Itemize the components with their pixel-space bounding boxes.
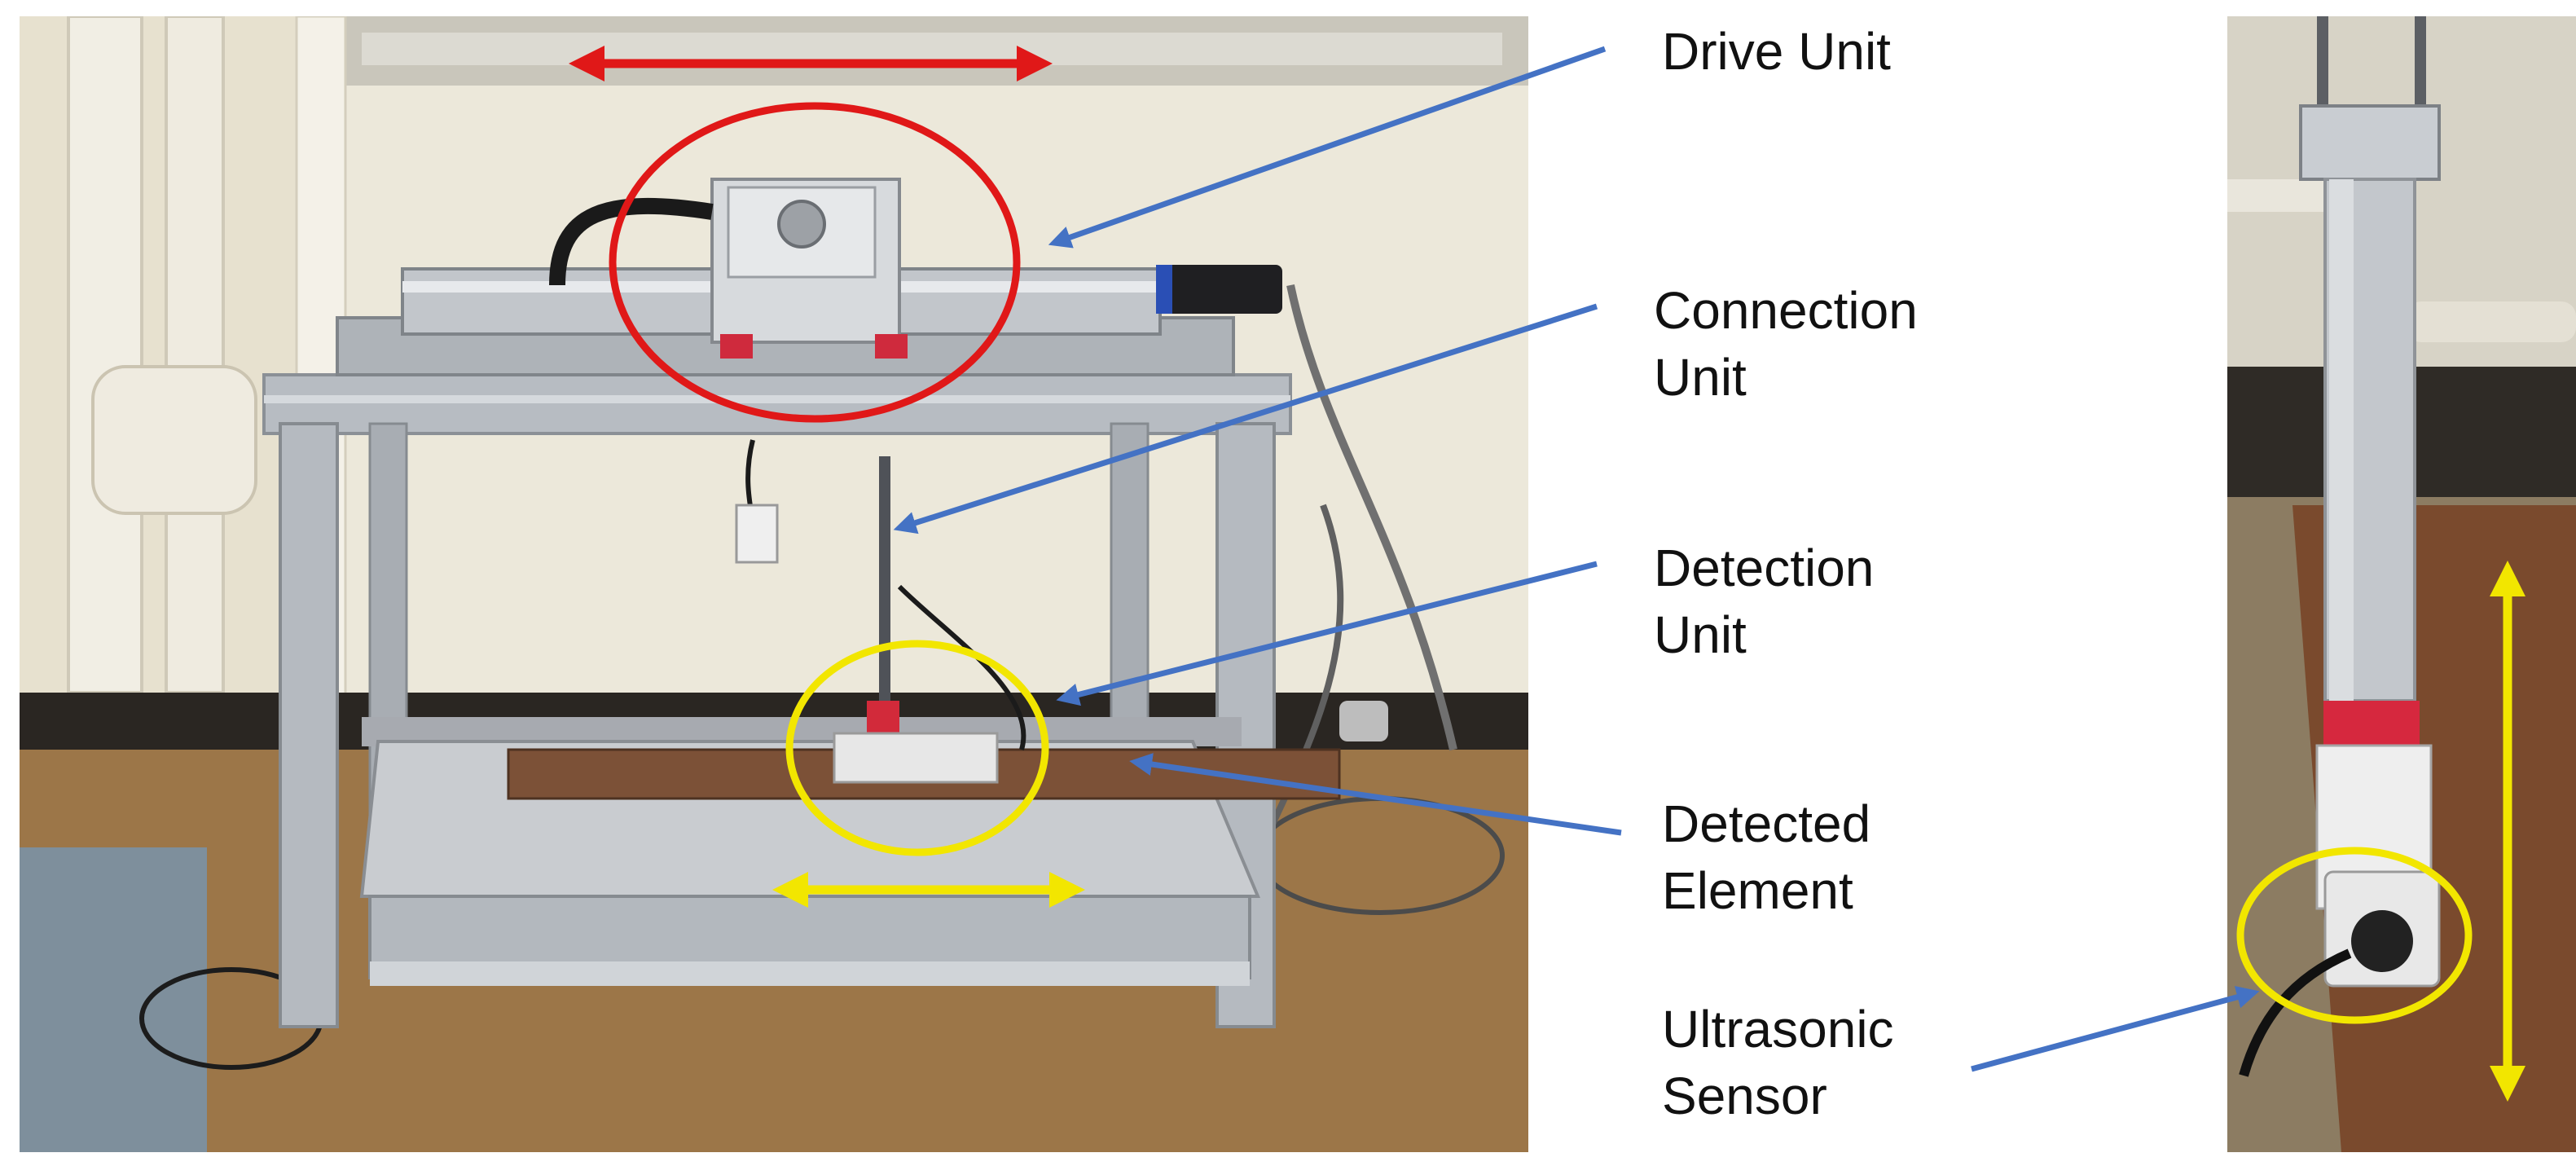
connection-unit-label: Connection Unit bbox=[1654, 281, 1918, 407]
drive-unit-callout-line bbox=[1048, 46, 1607, 249]
detection-unit-label: Detection Unit bbox=[1654, 539, 1875, 664]
connection-unit-callout-line bbox=[893, 303, 1598, 535]
test-rig-photo bbox=[20, 16, 1528, 1152]
ultrasonic-sensor-label: Ultrasonic Sensor bbox=[1662, 1000, 1894, 1125]
detection-unit-highlight-ellipse bbox=[785, 640, 1049, 856]
detected-element-label: Detected Element bbox=[1662, 794, 1871, 920]
drive-unit-highlight-ellipse bbox=[609, 102, 1021, 423]
detection-unit-callout-line bbox=[1056, 561, 1598, 706]
detected-element-callout-line bbox=[1129, 753, 1622, 836]
ultrasonic-sensor-callout-line bbox=[1971, 986, 2260, 1072]
sensor-highlight-ellipse bbox=[2236, 847, 2473, 1024]
test-rig-drawing bbox=[20, 16, 1528, 1152]
drive-unit-label: Drive Unit bbox=[1662, 22, 1891, 81]
